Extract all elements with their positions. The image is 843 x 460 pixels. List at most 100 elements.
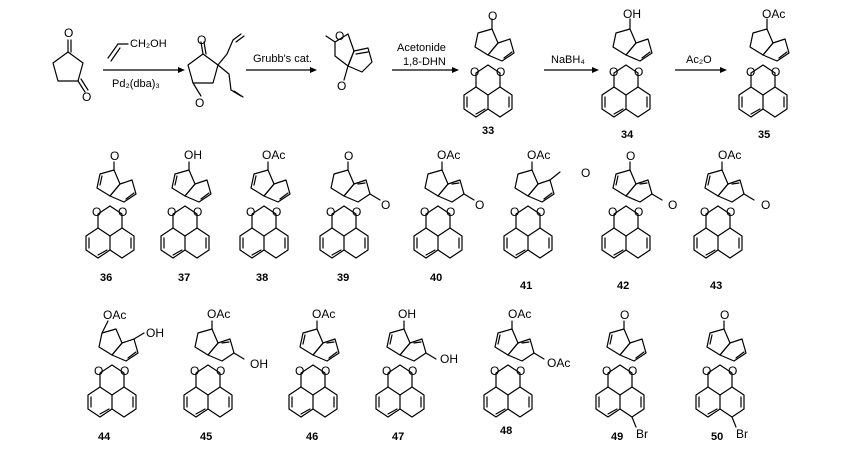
atom-o-label: O — [668, 198, 677, 212]
atom-o-label: O — [581, 166, 590, 180]
compound-number: 34 — [621, 129, 634, 141]
atom-o-label: O — [352, 205, 361, 219]
atom-o-label: O — [488, 9, 497, 23]
compound-number: 41 — [520, 280, 532, 292]
cyclopentanedione-structure — [52, 39, 89, 93]
compound-35-structure — [738, 18, 790, 118]
atom-o-label: O — [190, 364, 199, 378]
atom-o-label: O — [446, 205, 455, 219]
compound-36-structure — [85, 161, 137, 259]
atom-o-label: O — [771, 65, 780, 79]
atom-o-label: O — [335, 29, 344, 43]
atom-oh-label: OH — [146, 326, 164, 340]
compound-number: 42 — [617, 280, 629, 292]
compound-37-structure — [160, 161, 212, 259]
atom-oac-label: OAc — [762, 7, 785, 21]
atom-br-label: Br — [736, 427, 748, 441]
atom-o-label: O — [381, 198, 390, 212]
compound-number: 36 — [100, 272, 112, 284]
reagent-label: Grubb's cat. — [253, 53, 312, 65]
atom-o-label: O — [118, 205, 127, 219]
compound-33-structure — [463, 18, 515, 118]
atom-o-label: O — [620, 308, 629, 322]
reagent-label: NaBH₄ — [551, 54, 585, 66]
compound-44-structure — [87, 320, 145, 418]
atom-o-label: O — [475, 198, 484, 212]
compound-number: 50 — [711, 431, 723, 443]
compound-number: 43 — [710, 280, 722, 292]
atom-o-label: O — [536, 205, 545, 219]
atom-oac-label: OAc — [547, 356, 570, 370]
atom-o-label: O — [609, 65, 618, 79]
reagent-label: Pd₂(dba)₃ — [112, 78, 160, 90]
reagent-label: Acetonide — [397, 42, 446, 54]
atom-o-label: O — [626, 149, 635, 163]
atom-o-label: O — [761, 198, 770, 212]
atom-o-label: O — [470, 65, 479, 79]
atom-oac-label: OAc — [207, 307, 230, 321]
compound-number: 44 — [98, 431, 111, 443]
atom-oac-label: OAc — [103, 308, 126, 322]
atom-o-label: O — [120, 364, 129, 378]
atom-o-label: O — [634, 65, 643, 79]
atom-o-label: O — [728, 364, 737, 378]
compound-number: 45 — [200, 431, 212, 443]
atom-o-label: O — [272, 205, 281, 219]
compound-41-structure — [503, 161, 561, 259]
compound-number: 49 — [611, 431, 623, 443]
atom-o-label: O — [510, 205, 519, 219]
diallyl-dione-structure — [187, 33, 245, 98]
atom-o-label: O — [82, 90, 91, 104]
atom-o-label: O — [326, 205, 335, 219]
atom-oac-label: OAc — [262, 148, 285, 162]
reagent-label: CH₂OH — [130, 38, 167, 50]
compound-46-structure — [288, 320, 340, 418]
atom-oac-label: OAc — [508, 307, 531, 321]
compound-number: 35 — [758, 129, 770, 141]
atom-oh-label: OH — [623, 7, 641, 21]
atom-o-label: O — [702, 364, 711, 378]
compound-39-structure — [319, 161, 381, 259]
atom-o-label: O — [490, 364, 499, 378]
atom-oh-label: OH — [184, 148, 202, 162]
compound-number: 46 — [306, 431, 318, 443]
atom-o-label: O — [726, 205, 735, 219]
reagent-label: 1,8-DHN — [403, 56, 446, 68]
compound-number: 38 — [256, 272, 268, 284]
atom-o-label: O — [496, 65, 505, 79]
spiro-dione-structure — [325, 33, 373, 81]
atom-oh-label: OH — [440, 352, 458, 366]
atom-oac-label: OAc — [437, 148, 460, 162]
atom-o-label: O — [321, 364, 330, 378]
atom-o-label: O — [94, 364, 103, 378]
atom-o-label: O — [382, 364, 391, 378]
atom-o-label: O — [720, 308, 729, 322]
atom-o-label: O — [195, 96, 204, 110]
atom-o-label: O — [408, 364, 417, 378]
reagent-label: Ac₂O — [686, 54, 712, 66]
atom-o-label: O — [337, 79, 346, 93]
compound-34-structure — [601, 18, 653, 118]
compound-50-structure — [695, 320, 747, 428]
atom-o-label: O — [92, 205, 101, 219]
atom-oh-label: OH — [398, 307, 416, 321]
atom-oac-label: OAc — [527, 148, 550, 162]
atom-br-label: Br — [636, 427, 648, 441]
atom-o-label: O — [344, 149, 353, 163]
atom-o-label: O — [516, 364, 525, 378]
atom-o-label: O — [246, 205, 255, 219]
compound-45-structure — [183, 320, 245, 418]
compound-48-structure — [483, 320, 545, 418]
atom-oac-label: OAc — [718, 148, 741, 162]
atom-o-label: O — [197, 33, 206, 47]
atom-o-label: O — [746, 65, 755, 79]
atom-o-label: O — [420, 205, 429, 219]
atom-o-label: O — [634, 205, 643, 219]
compound-43-structure — [693, 161, 755, 259]
atom-o-label: O — [216, 364, 225, 378]
atom-o-label: O — [64, 26, 73, 40]
compound-38-structure — [239, 161, 291, 259]
compound-42-structure — [601, 161, 663, 259]
atom-o-label: O — [193, 205, 202, 219]
